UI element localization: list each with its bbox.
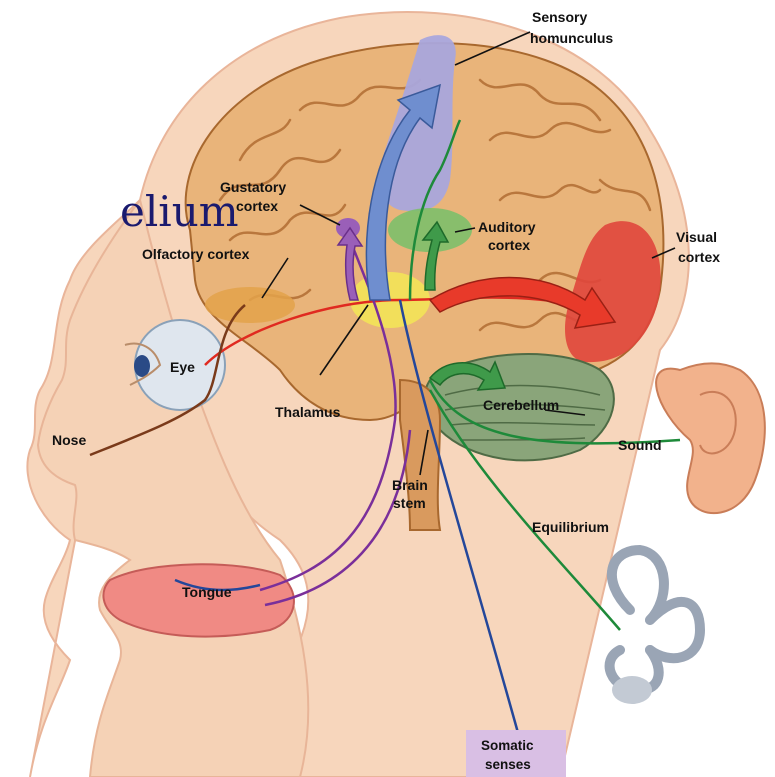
label-eye: Eye: [170, 359, 195, 375]
cochlea: [612, 676, 652, 704]
label-cerebellum: Cerebellum: [483, 397, 559, 413]
label-visual-1: Visual: [676, 229, 717, 245]
label-sound: Sound: [618, 437, 662, 453]
label-sensory-homunculus-1: Sensory: [532, 9, 587, 25]
label-sensory-homunculus-2: homunculus: [530, 30, 613, 46]
label-auditory-1: Auditory: [478, 219, 536, 235]
olfactory-cortex-region: [205, 287, 295, 323]
label-gustatory-1: Gustatory: [220, 179, 286, 195]
tongue: [103, 564, 294, 636]
label-tongue: Tongue: [182, 584, 232, 600]
label-brain-stem-2: stem: [393, 495, 426, 511]
label-somatic-2: senses: [485, 757, 531, 772]
ear: [656, 363, 765, 513]
label-olfactory: Olfactory cortex: [142, 246, 250, 262]
inner-ear: [610, 550, 700, 690]
label-auditory-2: cortex: [488, 237, 530, 253]
label-equilibrium: Equilibrium: [532, 519, 609, 535]
label-brain-stem-1: Brain: [392, 477, 428, 493]
label-thalamus: Thalamus: [275, 404, 341, 420]
eye-iris: [134, 355, 150, 377]
label-visual-2: cortex: [678, 249, 720, 265]
label-nose: Nose: [52, 432, 86, 448]
label-gustatory-2: cortex: [236, 198, 278, 214]
label-somatic-1: Somatic: [481, 738, 534, 753]
